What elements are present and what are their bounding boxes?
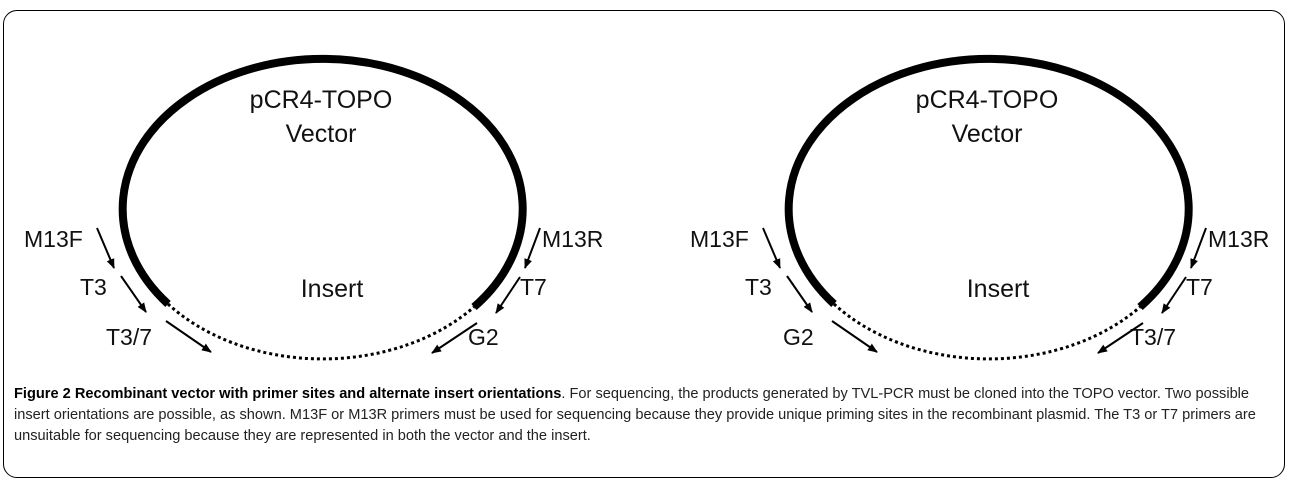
- vector-subtitle: Vector: [286, 120, 357, 148]
- vector-subtitle: Vector: [952, 120, 1023, 148]
- insert-segment: [832, 302, 1141, 361]
- primer-t3-label: T3: [745, 274, 772, 300]
- primer-m13f-label: M13F: [24, 226, 83, 252]
- primer-right-insert-arrow: [1097, 322, 1144, 354]
- plasmid-left: pCR4-TOPO Vector Insert M13F T3 T3/7 M13…: [24, 54, 603, 361]
- plasmid-right: pCR4-TOPO Vector Insert M13F T3 G2 M13R …: [690, 54, 1269, 361]
- vector-backbone: [118, 54, 527, 311]
- caption-title: Figure 2 Recombinant vector with primer …: [14, 386, 562, 402]
- insert-label: Insert: [967, 275, 1030, 303]
- caption-body: . For sequencing, the products generated…: [14, 386, 1256, 444]
- primer-left-insert-arrow: [831, 320, 878, 353]
- vector-title: pCR4-TOPO: [250, 86, 393, 114]
- primer-m13f-arrow: [762, 227, 781, 269]
- primer-left-insert-label: T3/7: [106, 324, 152, 350]
- primer-t7-arrow: [495, 276, 521, 314]
- figure-caption: Figure 2 Recombinant vector with primer …: [14, 384, 1276, 447]
- primer-m13f-arrow: [96, 227, 115, 269]
- primer-m13r-label: M13R: [1208, 226, 1269, 252]
- primer-t3-label: T3: [80, 274, 107, 300]
- primer-right-insert-label: T3/7: [1130, 324, 1176, 350]
- primer-t7-arrow: [1161, 276, 1187, 314]
- primer-right-insert-arrow: [431, 322, 478, 354]
- plasmid-diagrams: pCR4-TOPO Vector Insert M13F T3 T3/7 M13…: [24, 54, 1269, 361]
- primer-t7-label: T7: [520, 274, 547, 300]
- vector-title: pCR4-TOPO: [916, 86, 1059, 114]
- primer-m13f-label: M13F: [690, 226, 749, 252]
- primer-left-insert-label: G2: [783, 324, 814, 350]
- insert-label: Insert: [301, 275, 364, 303]
- primer-left-insert-arrow: [165, 320, 212, 353]
- figure-frame: [3, 10, 1285, 478]
- primer-right-insert-label: G2: [468, 324, 499, 350]
- primer-t3-arrow: [120, 275, 147, 313]
- primer-m13r-label: M13R: [542, 226, 603, 252]
- primer-t7-label: T7: [1186, 274, 1213, 300]
- primer-m13r-arrow: [1190, 227, 1207, 269]
- insert-segment: [166, 302, 475, 361]
- primer-m13r-arrow: [524, 227, 541, 269]
- primer-t3-arrow: [786, 275, 813, 313]
- vector-backbone: [784, 54, 1193, 311]
